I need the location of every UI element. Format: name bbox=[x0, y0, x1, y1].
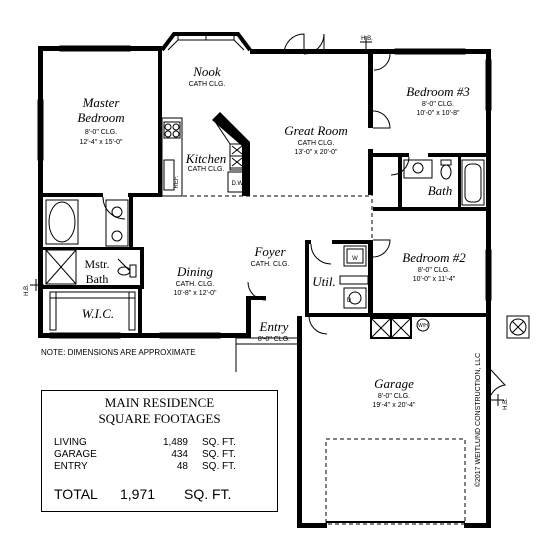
wic-label: W.I.C. bbox=[82, 306, 114, 321]
dryer-label: D bbox=[347, 298, 352, 304]
nook-bay-window bbox=[160, 32, 252, 52]
mstr-bath-label-1: Mstr. bbox=[84, 257, 109, 271]
sqft-total-value: 1,971 bbox=[120, 486, 156, 502]
garage-ceiling: 8'-0" CLG. bbox=[378, 393, 410, 400]
sqft-row: ENTRY 48 SQ. FT. bbox=[54, 461, 264, 473]
sqft-row-value: 1,489 bbox=[162, 437, 188, 448]
square-footage-table: MAIN RESIDENCE SQUARE FOOTAGES LIVING 1,… bbox=[41, 390, 278, 512]
sqft-row: GARAGE 434 SQ. FT. bbox=[54, 449, 264, 461]
dining-dims: 10'-8" x 12'-0" bbox=[173, 290, 217, 297]
util-label: Util. bbox=[312, 274, 335, 289]
bedroom2-dims: 10'-0" x 11'-4" bbox=[413, 276, 456, 283]
sqft-row-value: 48 bbox=[176, 461, 188, 472]
master-bedroom-dims: 12'-4" x 15'-0" bbox=[79, 139, 123, 146]
bedroom3-ceiling: 8'-0" CLG. bbox=[422, 101, 454, 108]
room-labels: Master Bedroom 8'-0" CLG. 12'-4" x 15'-0… bbox=[77, 64, 470, 409]
nook-ceiling: CATH CLG. bbox=[189, 81, 226, 88]
foyer-label: Foyer bbox=[253, 244, 286, 259]
master-bedroom-label-1: Master bbox=[82, 95, 121, 110]
bedroom3-label: Bedroom #3 bbox=[406, 84, 470, 99]
sqft-row-unit: SQ. FT. bbox=[202, 437, 236, 448]
kitchen-ceiling: CATH CLG. bbox=[188, 166, 225, 173]
great-room-label: Great Room bbox=[284, 123, 347, 138]
washer-label: W bbox=[352, 256, 358, 262]
sqft-row-unit: SQ. FT. bbox=[202, 461, 236, 472]
dimensions-note: NOTE: DIMENSIONS ARE APPROXIMATE bbox=[41, 348, 196, 357]
sqft-title-1: MAIN RESIDENCE bbox=[104, 395, 215, 410]
refrigerator-label: REF. bbox=[174, 175, 180, 188]
sqft-row-unit: SQ. FT. bbox=[202, 449, 236, 460]
water-heater-label: W/H bbox=[418, 323, 428, 329]
small-labels: H.B. H.B. H.B. REF. D.W. W/H W D NOTE: D… bbox=[24, 36, 509, 487]
entry-ceiling: 8'-0" CLG. bbox=[258, 336, 290, 343]
great-room-ceiling: CATH CLG. bbox=[298, 140, 335, 147]
sqft-title-2: SQUARE FOOTAGES bbox=[98, 411, 221, 426]
great-room-dims: 13'-0" x 20'-0" bbox=[294, 149, 338, 156]
sqft-total-unit: SQ. FT. bbox=[184, 486, 232, 502]
sqft-row-label: ENTRY bbox=[54, 461, 88, 472]
master-bedroom-ceiling: 8'-0" CLG. bbox=[85, 129, 117, 136]
interior-walls bbox=[43, 51, 491, 333]
sqft-row: LIVING 1,489 SQ. FT. bbox=[54, 437, 264, 449]
copyright-text: ©2017 WEITLUND CONSTRUCTION, LLC bbox=[474, 353, 482, 487]
dining-ceiling: CATH. CLG. bbox=[176, 281, 215, 288]
foyer-ceiling: CATH. CLG. bbox=[251, 261, 290, 268]
hose-bib-label-left: H.B. bbox=[24, 284, 30, 296]
bedroom3-dims: 10'-0" x 10'-8" bbox=[416, 110, 460, 117]
nook-label: Nook bbox=[192, 64, 221, 79]
entry-label: Entry bbox=[259, 319, 289, 334]
hose-bib-label-right: H.B. bbox=[503, 398, 509, 410]
hose-bib-label-top: H.B. bbox=[361, 36, 373, 42]
sqft-row-label: GARAGE bbox=[54, 449, 97, 460]
dining-label: Dining bbox=[176, 264, 214, 279]
mstr-bath-label-2: Bath bbox=[86, 272, 109, 286]
garage-dims: 19'-4" x 20'-4" bbox=[372, 402, 416, 409]
sqft-row-value: 434 bbox=[171, 449, 188, 460]
bedroom2-label: Bedroom #2 bbox=[402, 250, 466, 265]
sqft-row-label: LIVING bbox=[54, 437, 87, 448]
sqft-total-label: TOTAL bbox=[54, 486, 98, 502]
garage-label: Garage bbox=[374, 376, 414, 391]
bedroom2-ceiling: 8'-0" CLG. bbox=[418, 267, 450, 274]
master-bedroom-label-2: Bedroom bbox=[77, 110, 124, 125]
bath-label: Bath bbox=[428, 183, 453, 198]
kitchen-label: Kitchen bbox=[185, 151, 226, 166]
fixtures bbox=[30, 33, 530, 525]
sqft-total-row: TOTAL 1,971 SQ. FT. bbox=[54, 486, 274, 504]
dishwasher-label: D.W. bbox=[232, 181, 245, 187]
exterior-walls bbox=[38, 46, 491, 528]
